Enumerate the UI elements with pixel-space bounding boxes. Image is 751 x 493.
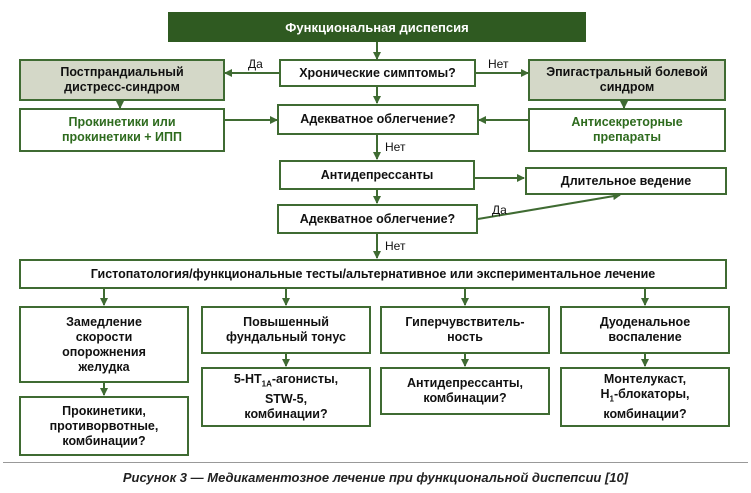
col4-bottom-line1: Монтелукаст,	[603, 372, 687, 387]
col2-bottom-box: 5-HT1A-агонисты, STW-5, комбинации?	[201, 367, 371, 427]
col1-top-box: Замедление скорости опорожнения желудка	[19, 306, 189, 383]
adequate-relief-2-box: Адекватное облегчение?	[277, 204, 478, 234]
arrow-relief2-longterm	[477, 192, 621, 220]
label-no-2: Нет	[385, 239, 406, 253]
col4-top-box: Дуоденальное воспаление	[560, 306, 730, 354]
label-yes-left: Да	[248, 57, 263, 71]
label-yes-2: Да	[492, 203, 507, 217]
long-term-box: Длительное ведение	[525, 167, 727, 195]
figure-caption: Рисунок 3 — Медикаментозное лечение при …	[122, 470, 629, 485]
histopathology-box: Гистопатология/функциональные тесты/альт…	[19, 259, 727, 289]
col4-bottom-sub: 1	[609, 394, 614, 404]
antidepressants-box: Антидепрессанты	[279, 160, 475, 190]
label-no-1: Нет	[385, 140, 406, 154]
chronic-symptoms-box: Хронические симптомы?	[279, 59, 476, 87]
adequate-relief-1-box: Адекватное облегчение?	[277, 104, 479, 135]
title-box: Функциональная диспепсия	[168, 12, 586, 42]
col4-bottom-box: Монтелукаст, H1-блокаторы, комбинации?	[560, 367, 730, 427]
col4-bottom-pre: H	[600, 387, 610, 402]
col2-bottom-pre: 5-HT	[233, 372, 262, 387]
prokinetics-box: Прокинетики или прокинетики + ИПП	[19, 108, 225, 152]
col2-bottom-post: -агонисты, STW-5, комбинации?	[244, 372, 339, 421]
col2-top-box: Повышенный фундальный тонус	[201, 306, 371, 354]
col3-bottom-box: Антидепрессанты, комбинации?	[380, 367, 550, 415]
col1-bottom-box: Прокинетики, противорвотные, комбинации?	[19, 396, 189, 456]
col3-top-box: Гиперчувствитель- ность	[380, 306, 550, 354]
col4-bottom-post: -блокаторы, комбинации?	[603, 387, 690, 421]
col2-bottom-sub: 1A	[261, 379, 272, 389]
pds-box: Постпрандиальный дистресс-синдром	[19, 59, 225, 101]
caption-divider	[3, 462, 748, 463]
antisecretory-box: Антисекреторные препараты	[528, 108, 726, 152]
label-no-right: Нет	[488, 57, 509, 71]
eps-box: Эпигастральный болевой синдром	[528, 59, 726, 101]
